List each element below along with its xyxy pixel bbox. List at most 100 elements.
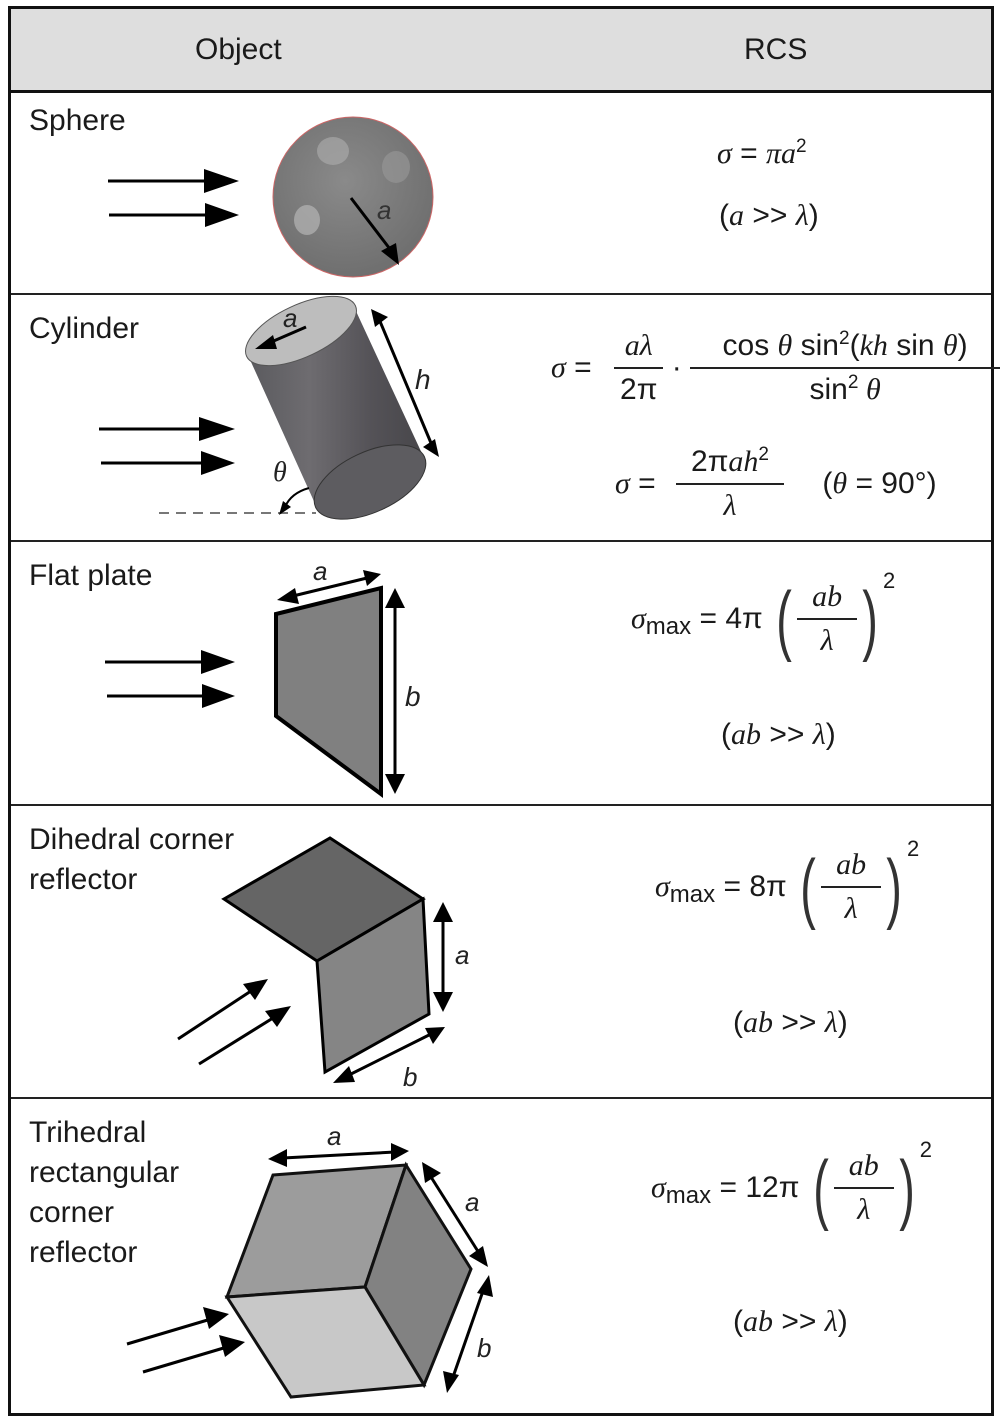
rcs-table: Object RCS Sphere [8, 6, 1000, 1416]
numerator: 2πah2 [676, 441, 785, 485]
trihedral-figure: a a b [126, 1121, 493, 1399]
fig-label-radius: a [377, 195, 391, 225]
cylinder-figure: a h θ [99, 295, 439, 520]
coefficient: 4π [725, 602, 763, 635]
paren-close: ) [837, 1006, 848, 1039]
paren-open: ( [849, 329, 860, 362]
numerator: aλ [614, 325, 663, 367]
validity-condition: (a >> λ) [719, 199, 819, 233]
equals-sign: = [711, 1171, 746, 1204]
incident-wave-arrows [99, 417, 235, 475]
var-a: a [781, 137, 797, 170]
subscript-max: max [665, 1182, 712, 1209]
denominator: sin2 θ [690, 369, 1000, 411]
table-header: Object RCS [11, 9, 991, 93]
paren-open: ( [733, 1305, 743, 1338]
rcs-formula-general: σ = aλ 2π · cos θ sin2(kh sin θ) sin2 θ [551, 325, 1000, 411]
theta-symbol: θ [858, 373, 881, 406]
var-ab: ab [743, 1006, 773, 1039]
exponent: 2 [919, 1137, 932, 1162]
fig-label-radius: a [283, 303, 297, 333]
sin-text: sin [809, 373, 848, 406]
much-greater-op: >> [773, 1305, 825, 1338]
theta-symbol: θ [942, 329, 958, 362]
much-greater-op: >> [773, 1006, 825, 1039]
right-edge-arrow [422, 1162, 488, 1267]
paren-open: ( [822, 467, 833, 500]
paren-close: ) [825, 718, 836, 751]
paren-open: ( [721, 718, 731, 751]
fig-label-right-edge: a [465, 1187, 479, 1217]
equals-sign: = [740, 137, 758, 170]
flat-plate-figure: a b [105, 556, 421, 798]
dihedral-figure: a b [177, 836, 469, 1092]
sigma-symbol: σ [651, 1171, 666, 1204]
subscript-max: max [645, 613, 692, 640]
top-width-arrow [268, 1143, 409, 1167]
object-name-line: reflector [29, 1236, 138, 1269]
paren-open: ( [776, 575, 792, 663]
var-ab: ab [731, 718, 761, 751]
sin-text: sin [792, 329, 839, 362]
theta-symbol: θ [832, 467, 848, 500]
denominator-text: 2π [620, 373, 658, 406]
angle-value: = 90°) [847, 467, 937, 500]
sigma-symbol: σ [717, 137, 732, 170]
fig-label-height: h [415, 364, 431, 395]
table-row-dihedral: Dihedral corner reflector a [11, 806, 991, 1099]
var-a: a [729, 199, 744, 232]
pi-symbol: π [766, 137, 782, 170]
cylinder-shape [245, 295, 427, 520]
object-name: Dihedral corner reflector [29, 820, 234, 900]
radius-arrow [349, 197, 399, 265]
exponent: 2 [758, 444, 769, 465]
sigma-symbol: σ [615, 467, 630, 500]
table-row-flat-plate: Flat plate a b σmax = 4π [11, 542, 991, 806]
exponent: 2 [796, 136, 807, 157]
height-arrow [385, 588, 405, 794]
angle-arc [284, 487, 310, 508]
lambda-symbol: λ [812, 718, 826, 751]
radius-arrow [255, 325, 307, 349]
equals-sign: = [574, 351, 592, 384]
var-kh: kh [859, 329, 888, 362]
coefficient: 12π [745, 1171, 800, 1204]
object-name: Sphere [29, 104, 126, 137]
var-ah: ah [728, 445, 759, 478]
sphere-figure: a [108, 116, 434, 278]
multiply-dot: · [671, 351, 682, 384]
paren-close: ) [837, 1305, 848, 1338]
exponent: 2 [907, 836, 920, 861]
coefficient: 8π [749, 870, 787, 903]
table-row-cylinder: Cylinder [11, 295, 1000, 542]
paren-open: ( [719, 199, 729, 232]
fig-label-height: a [455, 940, 469, 970]
fraction-a-lambda-over-2pi: aλ 2π [614, 325, 664, 411]
validity-condition: (ab >> λ) [721, 718, 836, 752]
validity-condition: (ab >> λ) [733, 1006, 848, 1040]
depth-arrow [443, 1275, 493, 1393]
sigma-symbol: σ [631, 602, 646, 635]
fig-label-width: a [313, 556, 327, 586]
object-name: Trihedral rectangular corner reflector [29, 1113, 179, 1273]
incident-wave-arrows [105, 650, 235, 708]
header-rcs: RCS [744, 33, 808, 66]
lambda-symbol: λ [824, 1305, 838, 1338]
lambda-symbol: λ [824, 1006, 838, 1039]
height-arrow [371, 309, 439, 457]
trihedral-bottom-face [224, 1285, 427, 1399]
numerator: ab [833, 1145, 894, 1189]
incident-wave-arrows [108, 169, 239, 227]
object-name-line: Dihedral corner [29, 823, 235, 856]
paren-close: ) [898, 1144, 915, 1232]
equals-sign: = [638, 467, 656, 500]
paren-open: ( [800, 843, 816, 931]
denominator: λ [820, 624, 834, 657]
exponent: 2 [883, 568, 896, 593]
table-row-sphere: Sphere [11, 93, 991, 295]
